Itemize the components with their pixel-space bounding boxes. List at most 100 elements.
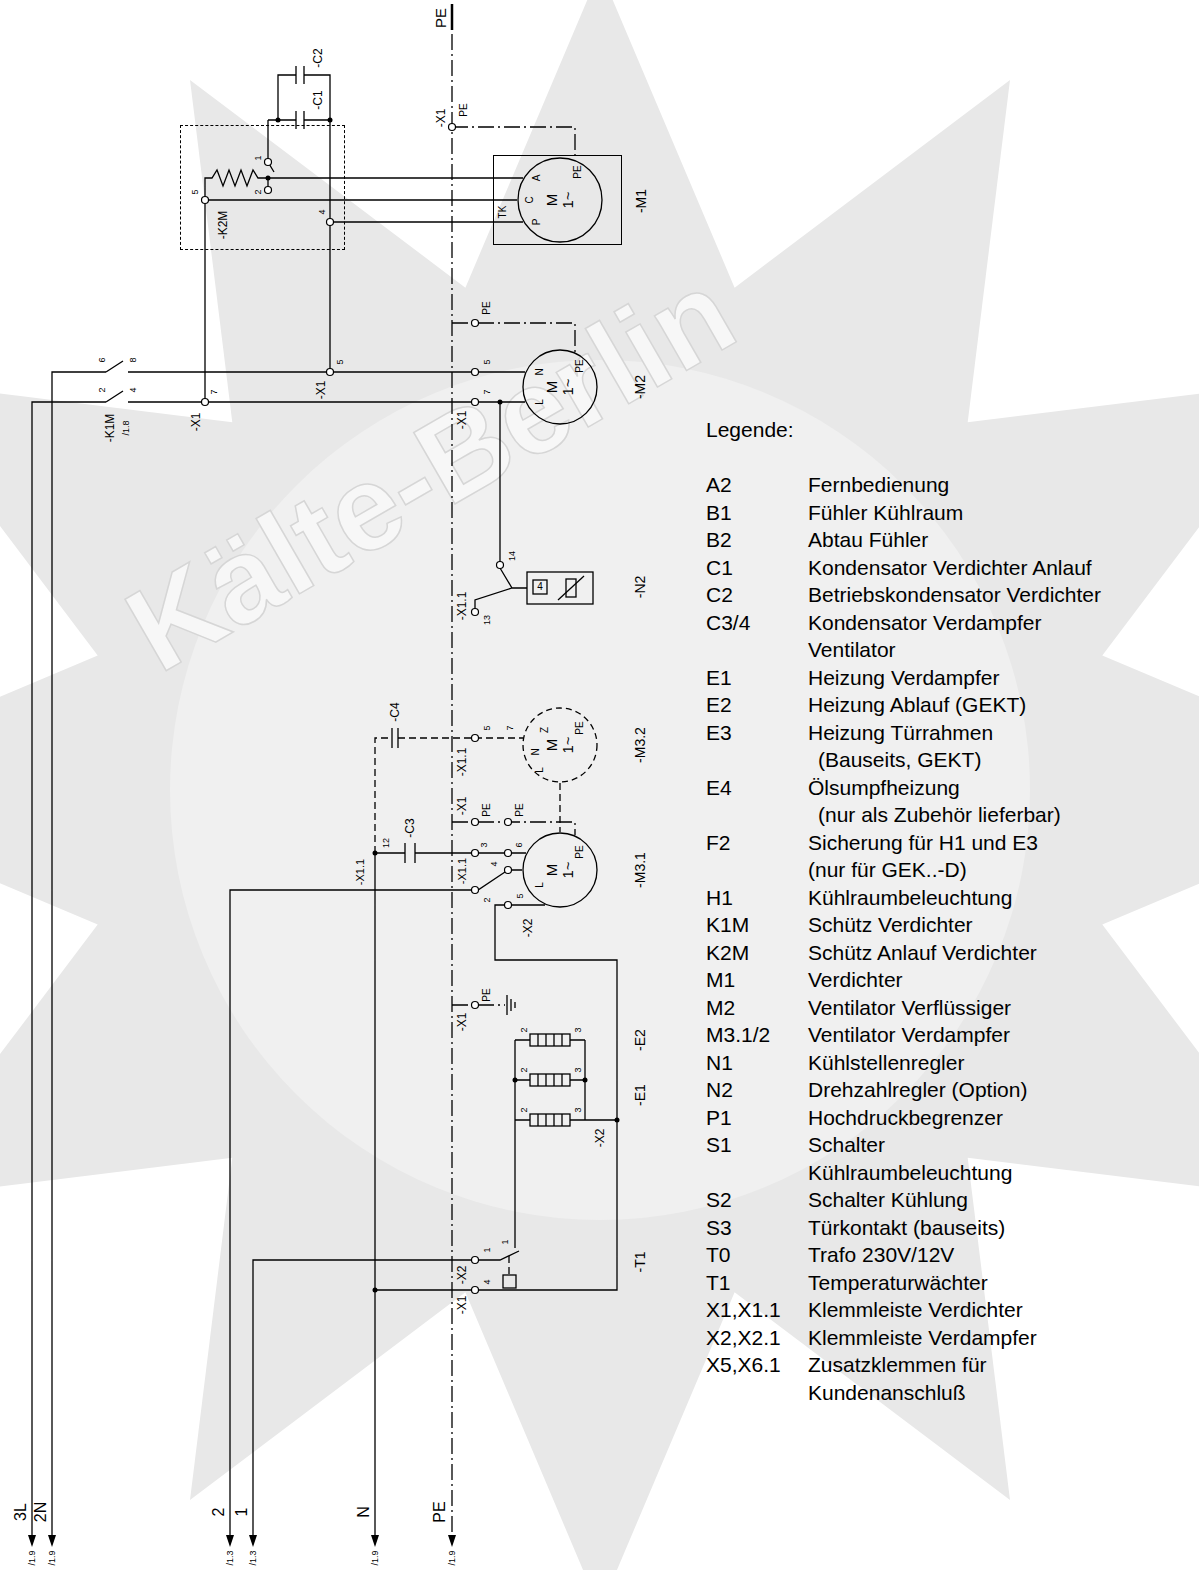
component-label: -X1.1 [355, 859, 366, 885]
terminal-number: 2 [520, 1027, 529, 1032]
terminal-number: /1.3 [226, 1550, 235, 1565]
terminal-number: /1.9 [28, 1550, 37, 1565]
legend-text: (Bauseits, GEKT) [818, 746, 981, 774]
terminal-number: PE [482, 301, 492, 314]
terminal-number: /1.9 [48, 1550, 57, 1565]
legend-code: X5,X6.1 [706, 1351, 781, 1379]
terminal-number: L [535, 882, 545, 888]
terminal-number: A [532, 175, 542, 182]
terminal-number: 7 [506, 725, 515, 730]
junction-dot [615, 1118, 620, 1123]
pe-line [452, 34, 575, 1535]
junction-dot [373, 851, 378, 856]
legend-text: Kühlstellenregler [808, 1049, 964, 1077]
terminal-number: P [532, 219, 542, 226]
component-label: 2N [33, 1502, 49, 1522]
junction-dot [373, 1288, 378, 1293]
terminal-number: TK [498, 206, 508, 219]
terminal-number: 7 [210, 389, 219, 394]
terminal [265, 187, 272, 194]
terminal-number: PE [459, 103, 469, 116]
node-label: M [544, 864, 560, 877]
terminal [472, 850, 479, 857]
legend-code: X1,X1.1 [706, 1296, 781, 1324]
terminal [472, 819, 479, 826]
terminal [505, 850, 512, 857]
legend-text: Ölsumpfheizung [808, 774, 960, 802]
component-label: -X1.1 [456, 592, 468, 621]
pe-top-bar [451, 4, 454, 30]
terminal-number: PE [575, 721, 585, 734]
terminal-number: 6 [515, 842, 524, 847]
motor-text: M1~ [544, 736, 576, 753]
relay-box: -K2M [180, 125, 345, 250]
potentiometer-arrow [558, 576, 584, 600]
terminal-number: 8 [129, 357, 138, 362]
node-label: 1~ [560, 191, 576, 208]
terminal-number: 4 [490, 861, 499, 866]
legend-code: S3 [706, 1214, 732, 1242]
terminal-number: 4 [537, 582, 543, 592]
terminal-number: Z [540, 727, 550, 733]
legend-code: T1 [706, 1269, 731, 1297]
legend-code: A2 [706, 471, 732, 499]
terminal [472, 320, 479, 327]
component-label: -E2 [633, 1029, 647, 1051]
terminal-number: 5 [483, 359, 492, 364]
terminal-number: PE [573, 165, 583, 178]
terminal-number: 2 [520, 1107, 529, 1112]
terminal-number: 3 [574, 1067, 583, 1072]
motor-text: M1~ [544, 378, 576, 395]
motor-symbol: M1~ [522, 349, 598, 425]
dashed-wire [375, 738, 523, 1275]
legend-code: B2 [706, 526, 732, 554]
terminal [472, 369, 479, 376]
component-label: -E1 [633, 1084, 647, 1106]
heater-stripes [538, 1034, 562, 1126]
legend-text: Schalter Kühlung [808, 1186, 968, 1214]
legend-code: C2 [706, 581, 733, 609]
legend-text: Kühlraumbeleuchtung [808, 884, 1012, 912]
terminal [472, 887, 479, 894]
terminal-number: 2 [254, 189, 263, 194]
legend-code: S2 [706, 1186, 732, 1214]
terminal-number: 4 [318, 209, 327, 214]
legend-code: P1 [706, 1104, 732, 1132]
node-label: M [544, 381, 560, 394]
terminal-number: 1 [254, 155, 263, 160]
motor-text: M1~ [544, 191, 576, 208]
motor-symbol: M1~ [522, 832, 598, 908]
component-label: -X2 [594, 1129, 606, 1148]
node-label: M [544, 739, 560, 752]
heater-symbol [530, 1034, 570, 1046]
component-label: N [356, 1506, 372, 1518]
legend-text: Schütz Verdichter [808, 911, 973, 939]
legend-code: C1 [706, 554, 733, 582]
component-label: -K1M [104, 414, 116, 443]
heater-symbol [530, 1074, 570, 1086]
terminal [327, 219, 334, 226]
terminal-number: 3 [574, 1027, 583, 1032]
terminal-number: /1.9 [371, 1550, 380, 1565]
legend-text: Fühler Kühlraum [808, 499, 963, 527]
legend-code: N2 [706, 1076, 733, 1104]
legend-text: Hochdruckbegrenzer [808, 1104, 1003, 1132]
component-label: -K2M [217, 211, 230, 240]
terminal-number: /1.3 [249, 1550, 258, 1565]
legend-text: Sicherung für H1 und E3 [808, 829, 1038, 857]
motor-circle [523, 833, 597, 907]
legend-code: K2M [706, 939, 749, 967]
legend-text: Schalter Kühlraumbeleuchtung [808, 1131, 958, 1186]
legend-code: E4 [706, 774, 732, 802]
terminal [202, 197, 209, 204]
component-label: 1 [234, 1508, 250, 1517]
component-label: -X1 [456, 1296, 468, 1315]
terminal-number: 1 [483, 1247, 492, 1252]
regulator-square [533, 580, 547, 594]
junction-dot [328, 118, 333, 123]
legend-text: Zusatzklemmen für Kundenanschluß [808, 1351, 1008, 1406]
component-label: -X1.1 [457, 858, 468, 884]
legend-code: H1 [706, 884, 733, 912]
legend-code: S1 [706, 1131, 732, 1159]
